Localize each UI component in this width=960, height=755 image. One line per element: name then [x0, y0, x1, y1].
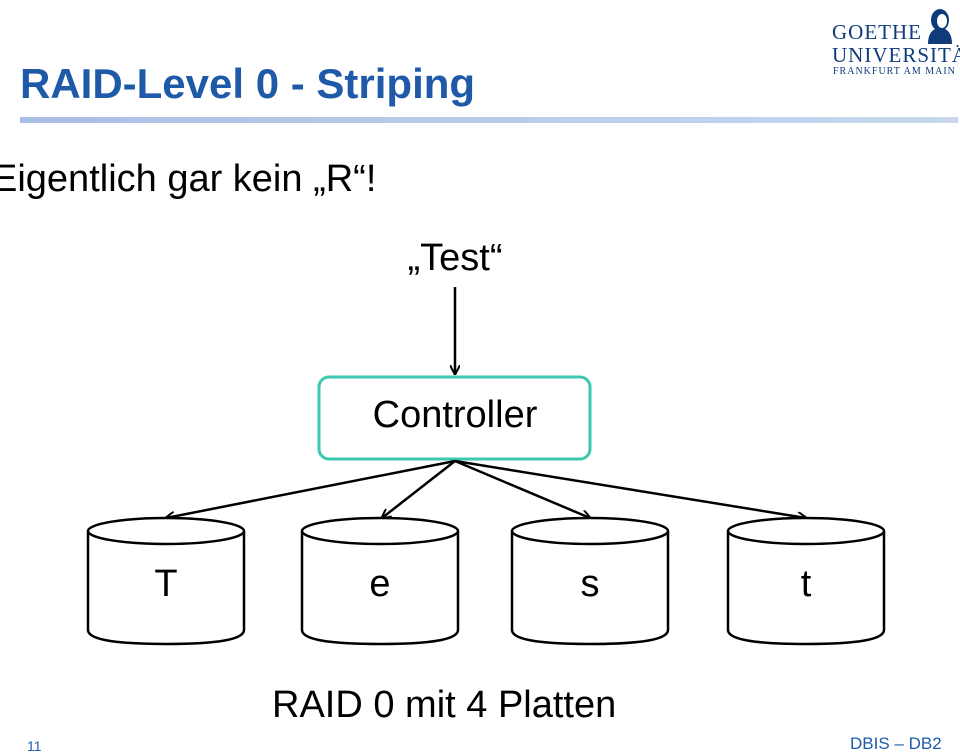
logo-line-universitaet: UNIVERSITÄT — [832, 43, 960, 67]
arrow-to-disk-3 — [454, 459, 590, 518]
controller-label: Controller — [373, 394, 538, 436]
logo-line-goethe: GOETHE — [832, 20, 922, 44]
bullet-text: Eigentlich gar kein „R“! — [0, 158, 377, 200]
arrow-to-disk-4 — [454, 459, 806, 518]
disk-4-label: t — [801, 563, 812, 605]
footer-course: DBIS – DB2 — [850, 734, 942, 753]
disk-3-label: s — [581, 563, 600, 605]
university-logo: GOETHE UNIVERSITÄT FRANKFURT AM MAIN — [832, 6, 960, 77]
disk-4: t — [726, 516, 886, 646]
input-data-label: „Test“ — [408, 237, 503, 279]
disk-3: s — [510, 516, 670, 646]
disk-2: e — [300, 516, 460, 646]
slide-title: RAID-Level 0 - Striping — [20, 60, 476, 107]
arrow-to-disk-2 — [382, 460, 456, 518]
disk-1: T — [86, 516, 246, 646]
controller-box: Controller — [317, 375, 592, 461]
logo-line-frankfurt: FRANKFURT AM MAIN — [833, 66, 956, 77]
title-underline — [20, 117, 958, 123]
arrow-to-disk-1 — [166, 459, 456, 518]
disk-2-label: e — [369, 563, 390, 605]
disk-1-label: T — [154, 563, 177, 605]
page-number: 11 — [27, 738, 42, 754]
diagram-caption: RAID 0 mit 4 Platten — [272, 684, 617, 726]
goethe-portrait-icon — [928, 9, 952, 44]
